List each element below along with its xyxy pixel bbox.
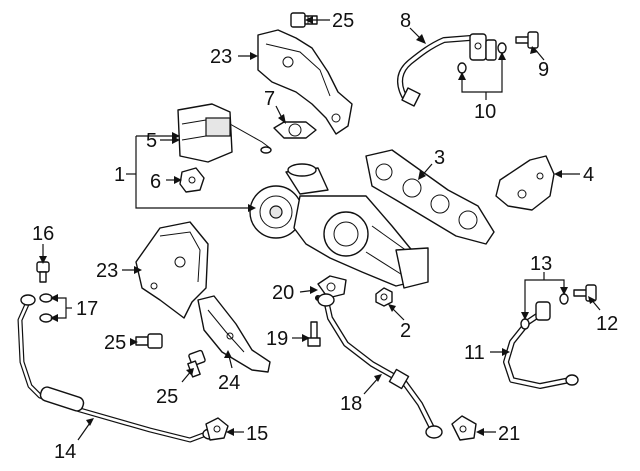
callout-14: 14 <box>54 441 76 463</box>
callout-6: 6 <box>150 171 161 193</box>
callout-10: 10 <box>474 101 496 123</box>
callout-19: 19 <box>266 328 288 350</box>
manifold-gasket-3 <box>365 149 495 245</box>
washers-17 <box>39 293 53 323</box>
callout-5: 5 <box>146 130 157 152</box>
heat-shield-22 <box>257 29 353 135</box>
bolt-25-lower <box>187 349 206 378</box>
washers-13 <box>520 293 569 330</box>
turbocharger-1 <box>249 163 429 289</box>
callout-8: 8 <box>400 10 411 32</box>
callout-labels: 25 23 8 9 10 7 5 6 1 3 4 16 17 23 20 2 1… <box>32 10 618 463</box>
gasket-15 <box>205 417 229 441</box>
callout-24: 24 <box>218 372 240 394</box>
callout-4: 4 <box>583 164 594 186</box>
callout-25-mid: 25 <box>104 332 126 354</box>
pipe-18 <box>315 293 443 439</box>
callout-22: 23 <box>210 46 232 68</box>
callout-2: 2 <box>400 320 411 342</box>
bolt-16 <box>36 261 50 283</box>
oil-pipe-8 <box>397 33 497 107</box>
heat-shield-24 <box>197 295 271 373</box>
callout-18: 18 <box>340 393 362 415</box>
callout-1: 1 <box>114 164 125 186</box>
callout-25-top: 25 <box>332 10 354 32</box>
callout-9: 9 <box>538 59 549 81</box>
callout-25-lower: 25 <box>156 386 178 408</box>
callout-15: 15 <box>246 423 268 445</box>
callout-3: 3 <box>434 147 445 169</box>
sensor-6 <box>179 167 205 193</box>
gasket-21 <box>451 415 477 441</box>
actuator-5 <box>177 103 272 163</box>
callout-13: 13 <box>530 253 552 275</box>
callout-16: 16 <box>32 223 54 245</box>
callout-17: 17 <box>76 298 98 320</box>
callout-21: 21 <box>498 423 520 445</box>
arrowheads <box>39 16 596 436</box>
callout-20: 20 <box>272 282 294 304</box>
bracket-4 <box>495 155 555 211</box>
nut-2 <box>375 287 393 307</box>
callout-11: 11 <box>464 342 485 364</box>
callout-23: 23 <box>96 260 118 282</box>
bolt-9 <box>515 31 539 49</box>
heat-shield-23 <box>135 221 209 319</box>
callout-12: 12 <box>596 313 618 335</box>
bolt-25-mid <box>135 333 163 349</box>
stud-19 <box>307 321 321 347</box>
gasket-7 <box>273 121 317 139</box>
pipe-11 <box>503 301 579 389</box>
callout-7: 7 <box>264 88 275 110</box>
